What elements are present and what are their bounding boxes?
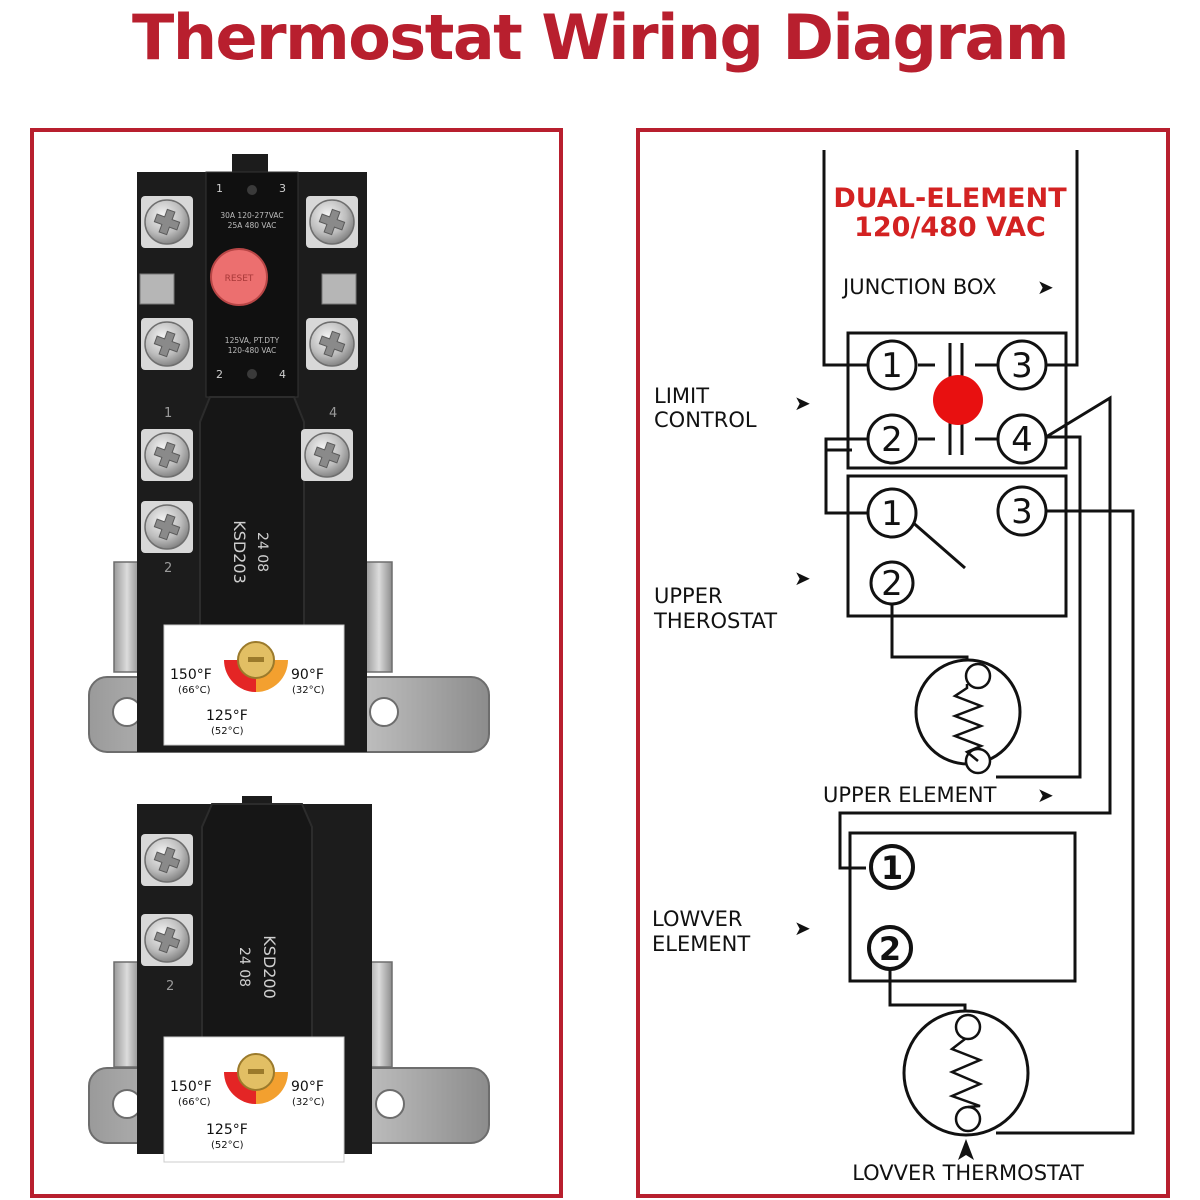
upper-terminal-1: 1 bbox=[881, 494, 903, 534]
upper-term-label-4: 4 bbox=[279, 368, 286, 381]
upper-dial-mid-c: (52°C) bbox=[211, 726, 244, 737]
limit4-to-element bbox=[996, 435, 1082, 779]
wiring-panel: 1 3 2 4 1 3 2 1 2 bbox=[636, 128, 1170, 1198]
thermostat-switch-arm bbox=[909, 518, 966, 570]
upper-thermostat-label-2: THEROSTAT bbox=[653, 609, 777, 633]
jumper-wire bbox=[824, 437, 868, 515]
upper-model-text: KSD203 bbox=[230, 520, 249, 584]
upper-rating-top-2: 25A 480 VAC bbox=[228, 221, 277, 230]
limit-terminals: 1 3 2 4 bbox=[866, 339, 1048, 465]
upper-rating-top-1: 30A 120-277VAC bbox=[220, 211, 283, 220]
lower-dial-mid-c: (52°C) bbox=[211, 1140, 244, 1151]
lower-dial-high: 150°F bbox=[170, 1079, 212, 1095]
upper-dial-high-c: (66°C) bbox=[178, 685, 211, 696]
upper-term-label-2: 2 bbox=[216, 368, 223, 381]
product-illustration: 1 3 2 4 1 4 2 30A 120-277VAC 25A 480 VAC… bbox=[88, 154, 490, 1163]
upper-element bbox=[914, 658, 1022, 775]
upper-term-label-1b: 1 bbox=[164, 406, 172, 421]
lower-model-text: KSD200 bbox=[260, 935, 279, 999]
upper-dial-mid: 125°F bbox=[206, 708, 248, 724]
upper-terminal-3: 3 bbox=[1011, 492, 1033, 532]
upper-dial-low-c: (32°C) bbox=[292, 685, 325, 696]
limit-control-box bbox=[846, 331, 1068, 470]
limit-control-label-1: LIMIT bbox=[654, 384, 709, 408]
reset-label: RESET bbox=[225, 274, 254, 284]
lower-thermostat-box bbox=[848, 831, 1077, 983]
wires bbox=[822, 150, 1135, 1135]
reset-button bbox=[210, 248, 268, 306]
upper-t3-to-lower-element bbox=[996, 509, 1135, 1135]
lower-terminal-2: 2 bbox=[879, 930, 901, 968]
upper-thermostat-box bbox=[846, 474, 1068, 618]
limit-terminal-4: 4 bbox=[1011, 420, 1033, 460]
lower-element-label-1: LOWVER bbox=[652, 907, 742, 931]
lower-element bbox=[902, 1009, 1030, 1137]
upper-rating-bottom-2: 120-480 VAC bbox=[228, 346, 277, 355]
supply-wire-left bbox=[822, 150, 868, 367]
lower-element-label-2: ELEMENT bbox=[652, 932, 750, 956]
lower-element-arrow: ➤ bbox=[794, 916, 811, 940]
limit4-to-lower-t1 bbox=[838, 395, 1112, 870]
reset-dot bbox=[933, 375, 983, 425]
limit-terminal-2: 2 bbox=[881, 420, 903, 460]
upper-dial-low: 90°F bbox=[291, 667, 324, 683]
lower-code-text: 24 08 bbox=[236, 947, 252, 987]
upper-element-arrow: ➤ bbox=[1037, 783, 1054, 807]
lower-dial-low: 90°F bbox=[291, 1079, 324, 1095]
lower-terminal-1: 1 bbox=[881, 849, 903, 887]
upper-term-label-3: 3 bbox=[279, 182, 286, 195]
upper-code-text: 24 08 bbox=[254, 532, 270, 572]
upper-term-label-2b: 2 bbox=[164, 561, 172, 576]
dual-element-heading: DUAL-ELEMENT bbox=[833, 183, 1067, 214]
lower-dial-low-c: (32°C) bbox=[292, 1097, 325, 1108]
lower-thermostat-label: LOVVER THERMOSTAT bbox=[852, 1161, 1084, 1185]
lower-thermostat-arrow-up bbox=[958, 1139, 974, 1160]
junction-box-label: JUNCTION BOX bbox=[841, 275, 996, 299]
upper-dial-high: 150°F bbox=[170, 667, 212, 683]
lower-term-label-2: 2 bbox=[166, 979, 174, 994]
upper-terminal-2: 2 bbox=[881, 564, 903, 604]
upper-element-label: UPPER ELEMENT bbox=[823, 783, 997, 807]
lower-dial-mid: 125°F bbox=[206, 1122, 248, 1138]
upper-thermostat: 1 3 2 4 1 4 2 30A 120-277VAC 25A 480 VAC… bbox=[88, 154, 490, 753]
lower-thermostat: 2 KSD200 24 08 150°F (66°C) 90°F (32°C) … bbox=[88, 796, 490, 1163]
limit-terminal-1: 1 bbox=[881, 346, 903, 386]
lower-thermostat-terminals: 1 2 bbox=[867, 844, 915, 971]
lower-dial-high-c: (66°C) bbox=[178, 1097, 211, 1108]
upper-term-label-1: 1 bbox=[216, 182, 223, 195]
upper-term-label-4b: 4 bbox=[329, 406, 337, 421]
product-panel: 1 3 2 4 1 4 2 30A 120-277VAC 25A 480 VAC… bbox=[30, 128, 563, 1198]
upper-rating-bottom-1: 125VA, PT.DTY bbox=[225, 336, 280, 345]
voltage-heading: 120/480 VAC bbox=[854, 212, 1046, 243]
supply-wire-right bbox=[1045, 150, 1079, 367]
upper-thermostat-arrow: ➤ bbox=[794, 566, 811, 590]
limit-terminal-3: 3 bbox=[1011, 346, 1033, 386]
upper-thermostat-terminals: 1 3 2 bbox=[866, 485, 1048, 606]
upper-thermostat-label-1: UPPER bbox=[654, 584, 723, 608]
limit-control-arrow: ➤ bbox=[794, 391, 811, 415]
junction-box-arrow: ➤ bbox=[1037, 275, 1054, 299]
wiring-diagram: 1 3 2 4 1 3 2 1 2 bbox=[652, 150, 1135, 1185]
limit-control-label-2: CONTROL bbox=[654, 408, 757, 432]
page-title: Thermostat Wiring Diagram bbox=[132, 1, 1069, 74]
